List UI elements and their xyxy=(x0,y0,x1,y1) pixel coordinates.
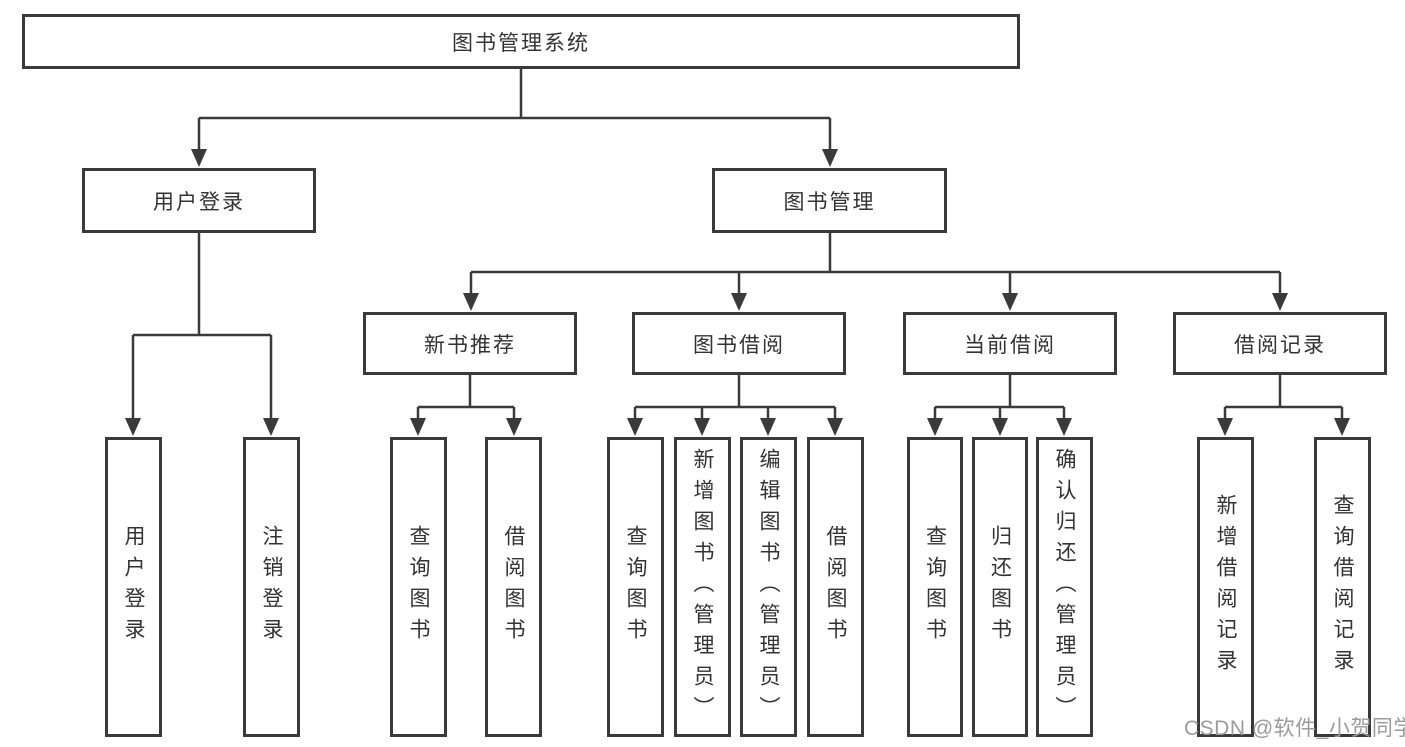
node-label: 编辑图书（管理员） xyxy=(757,447,780,727)
leaf-borrow-book-recommend: 借阅图书 xyxy=(485,437,542,737)
node-label: 查询图书 xyxy=(624,525,647,649)
leaf-logout: 注销登录 xyxy=(243,437,300,737)
node-label: 用户登录 xyxy=(153,190,245,214)
node-user-login-module: 用户登录 xyxy=(82,168,316,233)
leaf-query-current: 查询图书 xyxy=(907,437,963,737)
leaf-confirm-return-admin: 确认归还（管理员） xyxy=(1036,437,1093,737)
node-label: 归还图书 xyxy=(988,525,1012,649)
leaf-add-book-admin: 新增图书（管理员） xyxy=(674,437,731,737)
node-new-book-recommend: 新书推荐 xyxy=(363,312,577,375)
node-label: 图书借阅 xyxy=(693,333,785,357)
node-book-management-module: 图书管理 xyxy=(712,168,947,233)
node-label: 新书推荐 xyxy=(424,333,516,357)
node-label: 当前借阅 xyxy=(964,333,1056,357)
node-label: 查询图书 xyxy=(923,525,947,649)
leaf-user-login: 用户登录 xyxy=(105,437,162,737)
leaf-query-book-recommend: 查询图书 xyxy=(390,437,447,737)
node-current-borrow: 当前借阅 xyxy=(903,312,1117,375)
leaf-edit-book-admin: 编辑图书（管理员） xyxy=(740,437,797,737)
node-label: 用户登录 xyxy=(122,525,145,649)
node-label: 查询借阅记录 xyxy=(1331,494,1354,680)
node-label: 借阅图书 xyxy=(824,525,847,649)
node-label: 借阅图书 xyxy=(502,525,525,649)
leaf-borrow-book: 借阅图书 xyxy=(807,437,864,737)
node-label: 图书管理 xyxy=(783,190,876,214)
node-label: 借阅记录 xyxy=(1234,333,1326,357)
leaf-query-borrow-record: 查询借阅记录 xyxy=(1314,437,1371,737)
leaf-add-borrow-record: 新增借阅记录 xyxy=(1197,437,1254,737)
csdn-watermark: CSDN @软件_小贺同学 xyxy=(1184,717,1405,740)
node-borrow-records: 借阅记录 xyxy=(1173,312,1387,375)
leaf-query-book: 查询图书 xyxy=(607,437,664,737)
node-label: 查询图书 xyxy=(407,525,430,649)
leaf-return-book: 归还图书 xyxy=(972,437,1028,737)
arrowheads xyxy=(125,149,1350,436)
node-label: 图书管理系统 xyxy=(452,31,590,55)
node-label: 新增借阅记录 xyxy=(1214,494,1237,680)
node-root-system: 图书管理系统 xyxy=(22,14,1020,69)
node-label: 新增图书（管理员） xyxy=(691,447,714,727)
node-book-borrow: 图书借阅 xyxy=(632,312,846,375)
node-label: 注销登录 xyxy=(260,525,283,649)
node-label: 确认归还（管理员） xyxy=(1053,447,1076,727)
